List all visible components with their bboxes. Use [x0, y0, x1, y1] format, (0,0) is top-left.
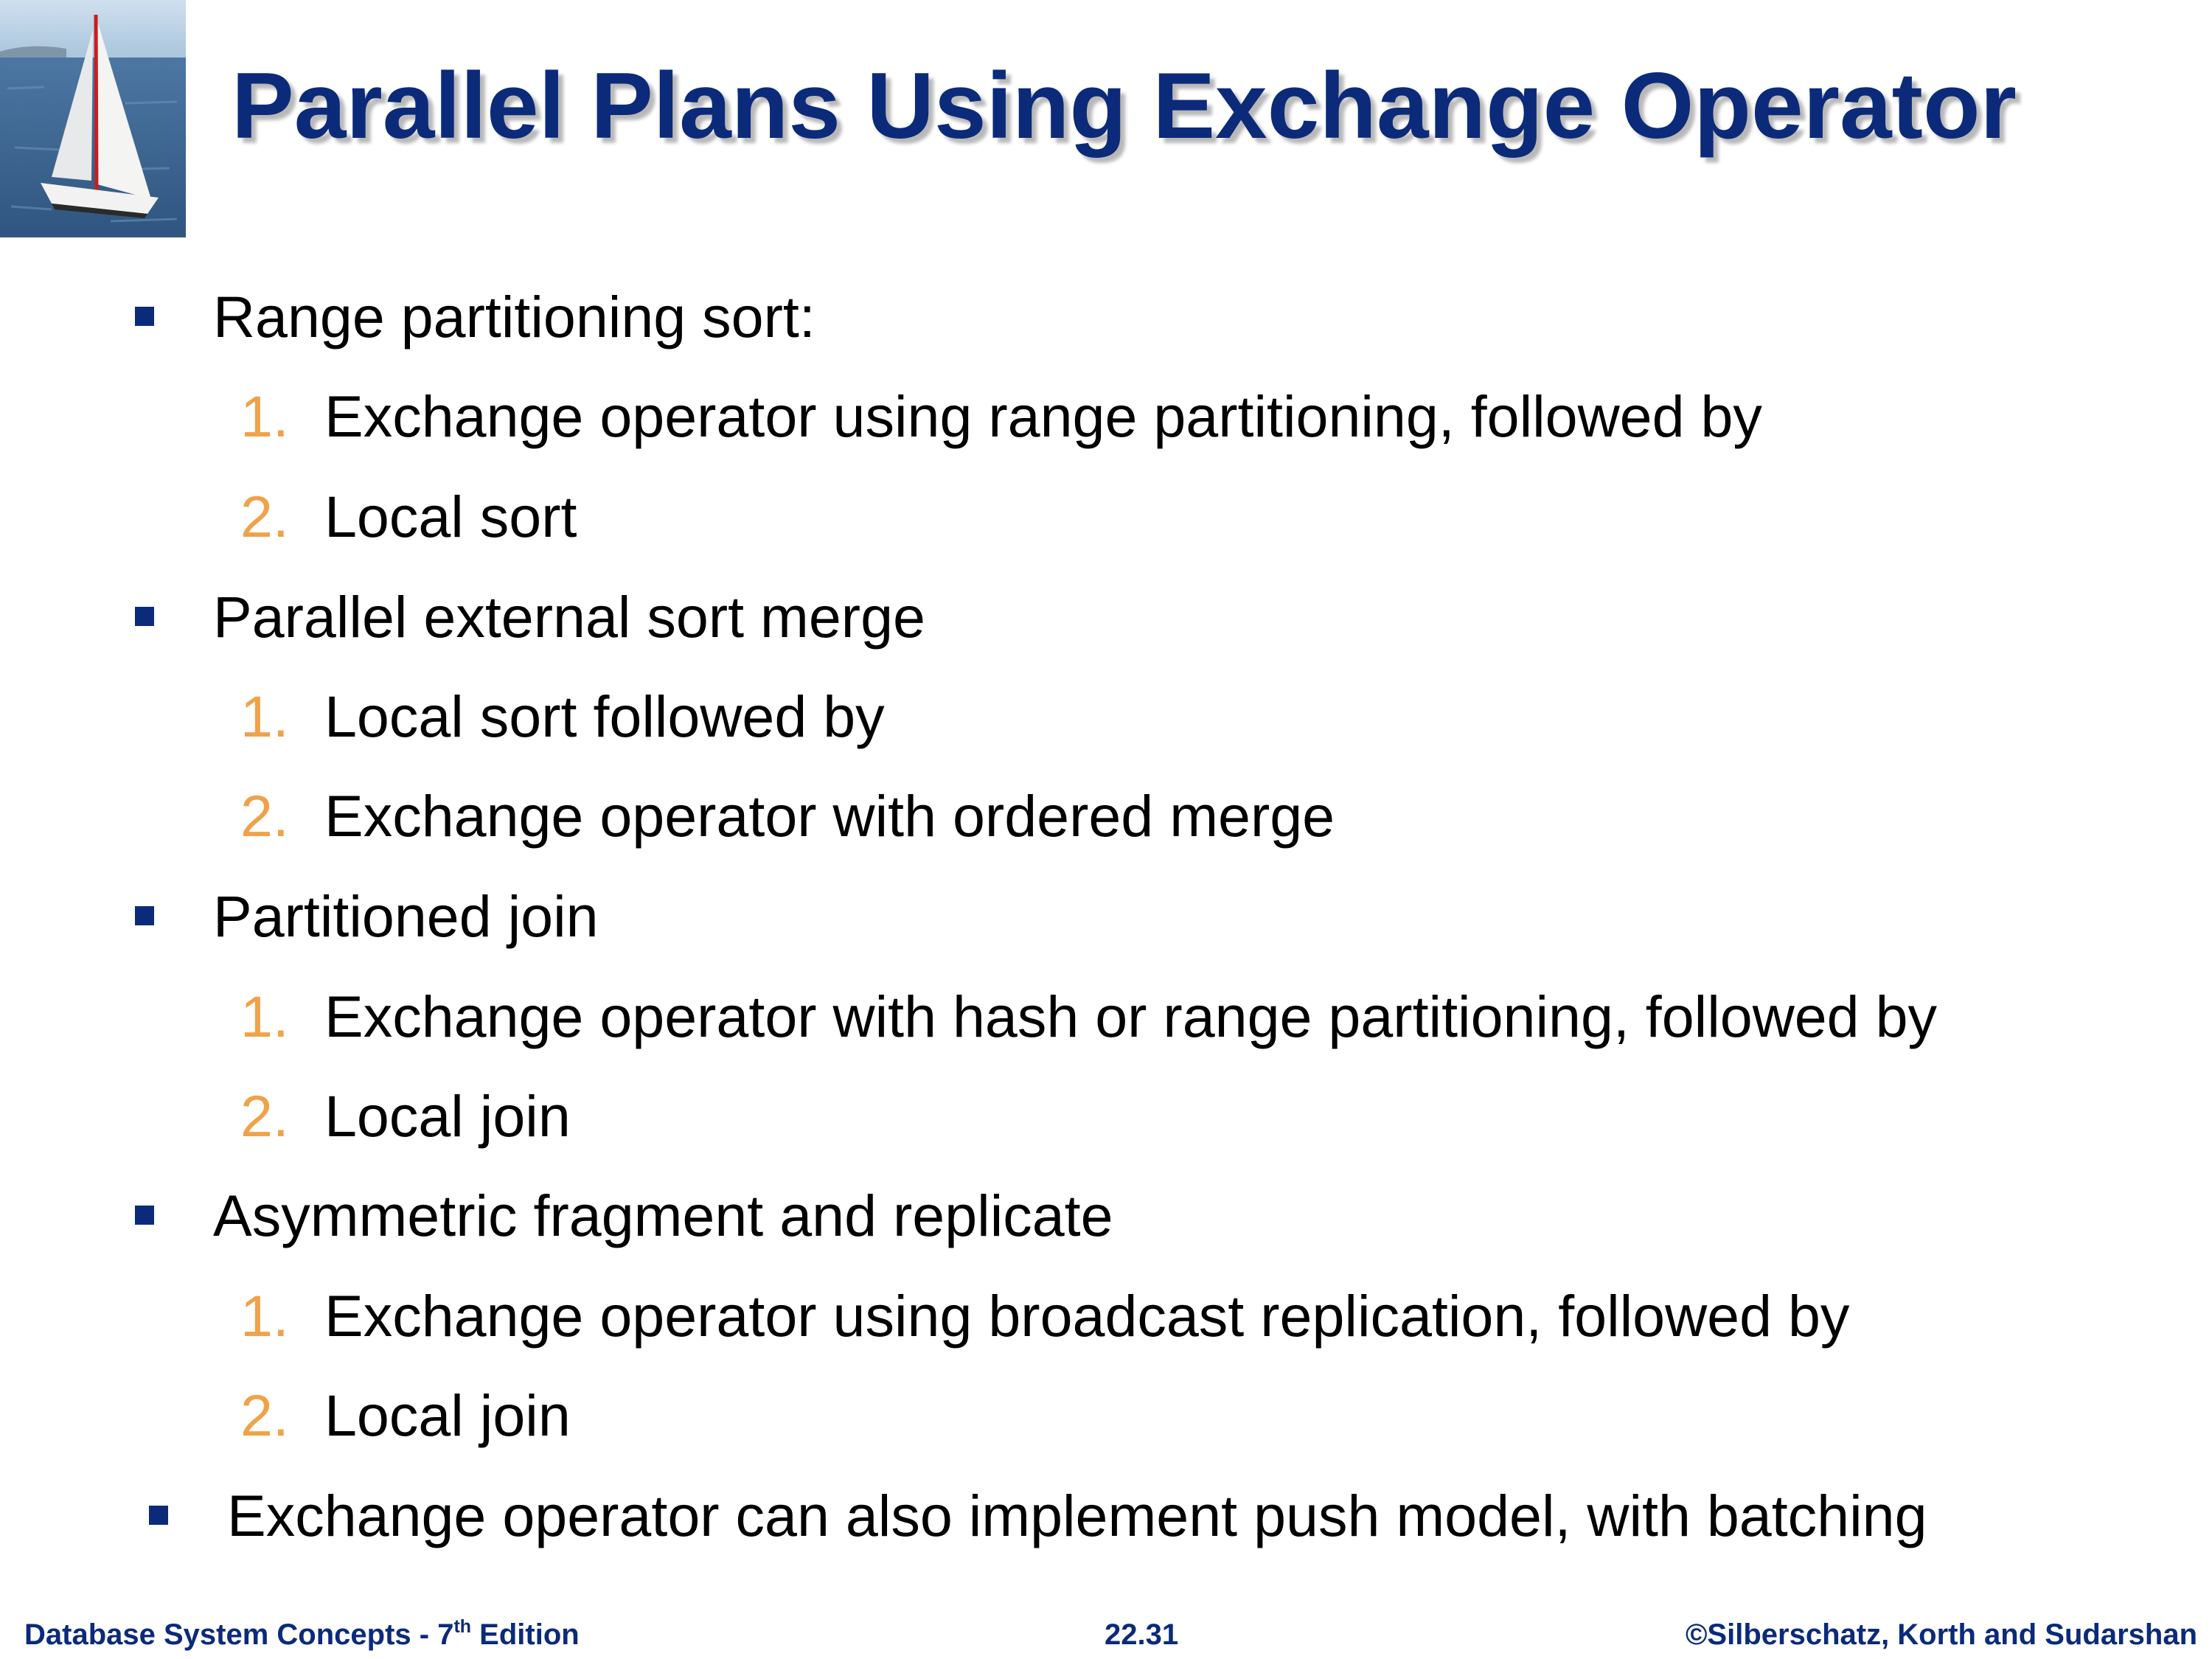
- sub-item: Local sort followed by: [324, 684, 885, 749]
- footer-copyright: ©Silberschatz, Korth and Sudarshan: [1685, 1618, 2197, 1651]
- item-number: 1.: [240, 684, 289, 749]
- item-number: 2.: [240, 783, 289, 849]
- square-bullet-icon: [135, 607, 154, 626]
- bullet-item: Asymmetric fragment and replicate: [213, 1183, 1113, 1248]
- bullet-item: Exchange operator can also implement pus…: [227, 1483, 1927, 1548]
- square-bullet-icon: [135, 1206, 154, 1225]
- sub-item: Exchange operator using broadcast replic…: [324, 1283, 1850, 1349]
- item-number: 1.: [240, 984, 289, 1049]
- item-number: 1.: [240, 383, 289, 449]
- square-bullet-icon: [135, 307, 154, 326]
- footer-page-number: 22.31: [1105, 1618, 1179, 1651]
- sub-item: Exchange operator with ordered merge: [324, 783, 1335, 849]
- sub-item: Exchange operator using range partitioni…: [324, 383, 1762, 449]
- footer-book-title: Database System Concepts - 7: [24, 1618, 454, 1651]
- square-bullet-icon: [149, 1506, 168, 1525]
- footer-left: Database System Concepts - 7th Edition: [24, 1616, 580, 1653]
- sub-item: Local sort: [324, 484, 577, 549]
- item-number: 2.: [240, 484, 289, 549]
- bullet-item: Range partitioning sort:: [213, 284, 815, 349]
- item-number: 1.: [240, 1283, 289, 1349]
- sailboat-logo-icon: [0, 0, 186, 237]
- sub-item: Exchange operator with hash or range par…: [324, 984, 1938, 1049]
- sub-item: Local join: [324, 1083, 571, 1149]
- footer-edition-superscript: th: [453, 1616, 472, 1637]
- square-bullet-icon: [135, 906, 154, 925]
- bullet-item: Partitioned join: [213, 883, 599, 949]
- footer-edition: Edition: [471, 1618, 580, 1651]
- item-number: 2.: [240, 1382, 289, 1448]
- bullet-item: Parallel external sort merge: [213, 584, 925, 650]
- sub-item: Local join: [324, 1382, 571, 1448]
- slide-title: Parallel Plans Using Exchange Operator: [232, 53, 2017, 158]
- item-number: 2.: [240, 1083, 289, 1149]
